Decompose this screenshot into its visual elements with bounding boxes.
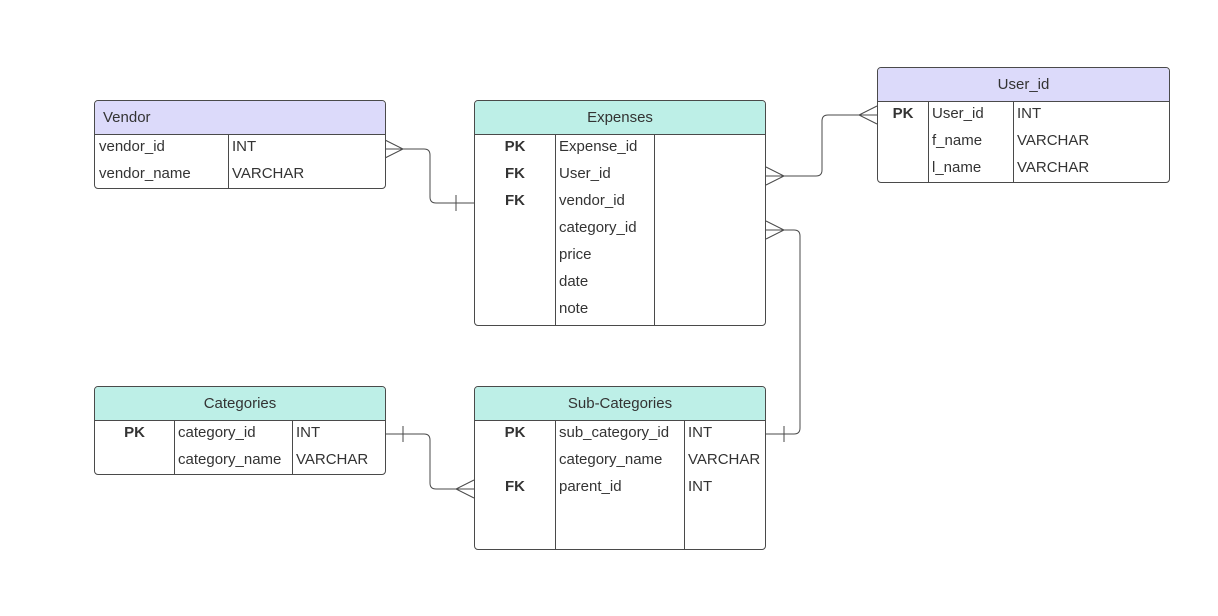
vendor-row-1-name: vendor_id	[99, 138, 165, 155]
expenses-row-2-name: User_id	[559, 165, 611, 182]
entity-vendor[interactable]: Vendor vendor_id INT vendor_name VARCHAR	[94, 100, 386, 189]
vendor-row-1-type: INT	[232, 138, 257, 155]
expenses-row-1-name: Expense_id	[559, 138, 638, 155]
column-divider	[684, 421, 685, 549]
entity-user[interactable]: User_id PK User_id INT f_name VARCHAR l_…	[877, 67, 1170, 183]
connector-expenses-subcategories	[765, 220, 801, 442]
connector-vendor-expenses	[384, 139, 474, 211]
column-divider	[228, 135, 229, 188]
entity-subcategories-title: Sub-Categories	[475, 387, 765, 421]
entity-categories[interactable]: Categories PK category_id INT category_n…	[94, 386, 386, 475]
expenses-row-1-key: PK	[504, 138, 526, 155]
column-divider	[555, 135, 556, 325]
categories-row-1-key: PK	[124, 424, 145, 441]
expenses-row-4-name: category_id	[559, 219, 637, 236]
column-divider	[555, 421, 556, 549]
expenses-row-7-name: note	[559, 300, 589, 317]
expenses-row-6-name: date	[559, 273, 589, 290]
subcategories-row-2-type: VARCHAR	[688, 451, 761, 468]
vendor-row-2-name: vendor_name	[99, 165, 191, 182]
subcategories-row-1-key: PK	[504, 424, 526, 441]
subcategories-row-1-type: INT	[688, 424, 713, 441]
crowfoot-many-vendor	[384, 139, 405, 159]
categories-row-1-name: category_id	[178, 424, 256, 441]
column-divider	[292, 421, 293, 474]
categories-row-1-type: INT	[296, 424, 321, 441]
user-row-1-type: INT	[1017, 105, 1042, 122]
user-row-2-type: VARCHAR	[1017, 132, 1090, 149]
entity-categories-title: Categories	[95, 387, 385, 421]
expenses-row-5-name: price	[559, 246, 592, 263]
crowfoot-many-user	[857, 105, 878, 125]
connector-categories-subcategories	[385, 426, 475, 499]
crowfoot-many-expenses-user	[765, 166, 786, 186]
subcategories-row-3-type: INT	[688, 478, 713, 495]
column-divider	[654, 135, 655, 325]
column-divider	[174, 421, 175, 474]
subcategories-row-2-name: category_name	[559, 451, 663, 468]
user-row-1-key: PK	[892, 105, 914, 122]
subcategories-row-3-key: FK	[505, 478, 525, 495]
column-divider	[928, 102, 929, 182]
crowfoot-many-expenses-category	[765, 220, 786, 240]
crowfoot-many-parent	[454, 479, 475, 499]
user-row-3-name: l_name	[932, 159, 982, 176]
connector-expenses-user	[765, 105, 878, 186]
expenses-row-2-key: FK	[505, 165, 525, 182]
user-row-1-name: User_id	[932, 105, 984, 122]
entity-expenses[interactable]: Expenses PK Expense_id FK User_id FK ven…	[474, 100, 766, 326]
expenses-row-3-name: vendor_id	[559, 192, 625, 209]
column-divider	[1013, 102, 1014, 182]
entity-subcategories[interactable]: Sub-Categories PK sub_category_id INT ca…	[474, 386, 766, 550]
categories-row-2-name: category_name	[178, 451, 282, 468]
categories-row-2-type: VARCHAR	[296, 451, 369, 468]
vendor-row-2-type: VARCHAR	[232, 165, 305, 182]
entity-user-title: User_id	[878, 68, 1169, 102]
subcategories-row-3-name: parent_id	[559, 478, 622, 495]
user-row-3-type: VARCHAR	[1017, 159, 1090, 176]
subcategories-row-1-name: sub_category_id	[559, 424, 670, 441]
entity-expenses-title: Expenses	[475, 101, 765, 135]
expenses-row-3-key: FK	[505, 192, 525, 209]
entity-vendor-title: Vendor	[95, 101, 385, 135]
user-row-2-name: f_name	[932, 132, 983, 149]
